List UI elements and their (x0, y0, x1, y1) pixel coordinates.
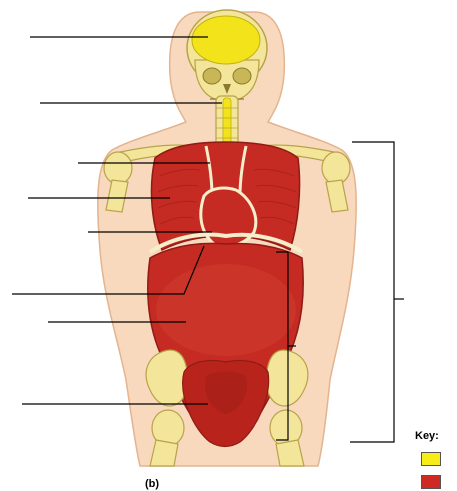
vertebral-canal (223, 98, 231, 146)
key-swatch-yellow (421, 452, 441, 466)
key-title: Key: (415, 430, 439, 442)
abdominal-cavity (156, 264, 296, 356)
cranial-cavity (192, 16, 260, 64)
figure-caption: (b) (145, 478, 159, 490)
key-swatch-red (421, 475, 441, 489)
bracket-ventral-body-cavity (350, 142, 394, 442)
